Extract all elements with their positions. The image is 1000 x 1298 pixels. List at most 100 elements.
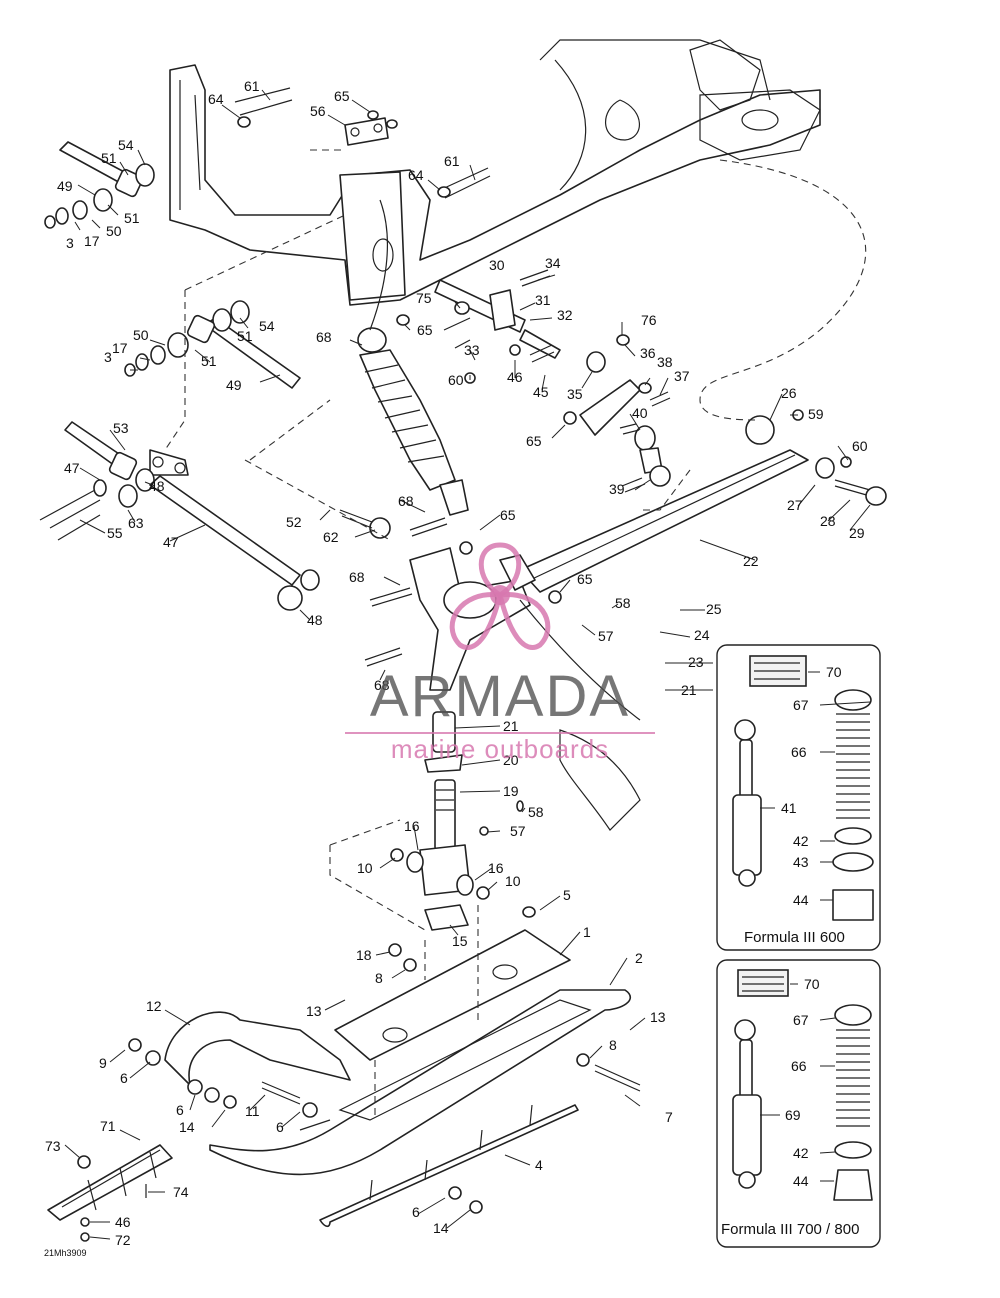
callout-48: 48 <box>149 478 165 494</box>
steering-linkage <box>396 269 671 493</box>
callout-12: 12 <box>146 998 162 1014</box>
callout-3: 3 <box>66 235 74 251</box>
arm-30 <box>489 289 516 331</box>
callout-6: 6 <box>412 1204 420 1220</box>
callout-70: 70 <box>826 664 842 680</box>
callout-71: 71 <box>100 1118 116 1134</box>
callout-50: 50 <box>133 327 149 343</box>
callout-58: 58 <box>528 804 544 820</box>
callout-36: 36 <box>640 345 656 361</box>
shock-absorber <box>357 199 469 516</box>
callouts: 61 64 65 56 54 51 49 51 3 17 50 61 64 30… <box>45 78 868 1248</box>
callout-17: 17 <box>84 233 100 249</box>
callout-10: 10 <box>357 860 373 876</box>
callout-65: 65 <box>500 507 516 523</box>
panel-formula-700-800 <box>716 959 881 1248</box>
upper-linkage <box>39 87 491 611</box>
callout-47: 47 <box>64 460 80 476</box>
callout-22: 22 <box>743 553 759 569</box>
callout-24: 24 <box>694 627 710 643</box>
callout-39: 39 <box>609 481 625 497</box>
callout-41: 41 <box>781 800 797 816</box>
callout-65: 65 <box>577 571 593 587</box>
ski-assembly <box>128 906 641 1228</box>
panel-caption-700-800: Formula III 700 / 800 <box>721 1221 859 1238</box>
callout-19: 19 <box>503 783 519 799</box>
callout-13: 13 <box>306 1003 322 1019</box>
callout-35: 35 <box>567 386 583 402</box>
callout-6: 6 <box>120 1070 128 1086</box>
callout-70: 70 <box>804 976 820 992</box>
shaft-49b <box>204 317 301 389</box>
callout-6: 6 <box>276 1119 284 1135</box>
callout-63: 63 <box>128 515 144 531</box>
callout-32: 32 <box>557 307 573 323</box>
callout-16: 16 <box>404 818 420 834</box>
callout-60: 60 <box>852 438 868 454</box>
callout-38: 38 <box>657 354 673 370</box>
callout-1: 1 <box>583 924 591 940</box>
callout-68: 68 <box>349 569 365 585</box>
relation-lines <box>164 149 867 1120</box>
callout-52: 52 <box>286 514 302 530</box>
runner-4 <box>319 1104 579 1228</box>
callout-75: 75 <box>416 290 432 306</box>
callout-42: 42 <box>793 1145 809 1161</box>
callout-49: 49 <box>57 178 73 194</box>
leader-lines <box>64 89 871 1240</box>
callout-21: 21 <box>681 682 697 698</box>
callout-10: 10 <box>505 873 521 889</box>
callout-59: 59 <box>808 406 824 422</box>
callout-14: 14 <box>179 1119 195 1135</box>
panel-700-callouts: 70 67 66 69 42 44 Formula III 700 / 800 <box>721 976 859 1238</box>
callout-2: 2 <box>635 950 643 966</box>
callout-66: 66 <box>791 1058 807 1074</box>
callout-8: 8 <box>609 1037 617 1053</box>
callout-53: 53 <box>113 420 129 436</box>
callout-45: 45 <box>533 384 549 400</box>
callout-57: 57 <box>510 823 526 839</box>
callout-47: 47 <box>163 534 179 550</box>
callout-15: 15 <box>452 933 468 949</box>
callout-72: 72 <box>115 1232 131 1248</box>
callout-26: 26 <box>781 385 797 401</box>
callout-25: 25 <box>706 601 722 617</box>
chassis-frame <box>169 39 821 306</box>
shaft-47b <box>149 475 301 586</box>
callout-66: 66 <box>791 744 807 760</box>
callout-4: 4 <box>535 1157 543 1173</box>
callout-46: 46 <box>115 1214 131 1230</box>
callout-65: 65 <box>334 88 350 104</box>
callout-55: 55 <box>107 525 123 541</box>
callout-44: 44 <box>793 892 809 908</box>
callout-67: 67 <box>793 697 809 713</box>
callout-69: 69 <box>785 1107 801 1123</box>
callout-61: 61 <box>444 153 460 169</box>
callout-54: 54 <box>118 137 134 153</box>
callout-57: 57 <box>598 628 614 644</box>
callout-64: 64 <box>208 91 224 107</box>
callout-34: 34 <box>545 255 561 271</box>
callout-73: 73 <box>45 1138 61 1154</box>
callout-51: 51 <box>237 328 253 344</box>
callout-31: 31 <box>535 292 551 308</box>
callout-68: 68 <box>374 677 390 693</box>
bracket-36 <box>579 379 641 436</box>
panel-600-callouts: 70 67 66 41 42 43 44 Formula III 600 <box>744 664 845 946</box>
callout-8: 8 <box>375 970 383 986</box>
handle-12 <box>164 1011 351 1086</box>
callout-23: 23 <box>688 654 704 670</box>
callout-74: 74 <box>173 1184 189 1200</box>
callout-13: 13 <box>650 1009 666 1025</box>
callout-42: 42 <box>793 833 809 849</box>
link-53 <box>149 449 189 476</box>
radius-rod <box>519 409 887 604</box>
callout-68: 68 <box>316 329 332 345</box>
callout-65: 65 <box>526 433 542 449</box>
callout-50: 50 <box>106 223 122 239</box>
callout-6: 6 <box>176 1102 184 1118</box>
callout-76: 76 <box>641 312 657 328</box>
callout-68: 68 <box>398 493 414 509</box>
callout-62: 62 <box>323 529 339 545</box>
callout-11: 11 <box>245 1103 260 1119</box>
